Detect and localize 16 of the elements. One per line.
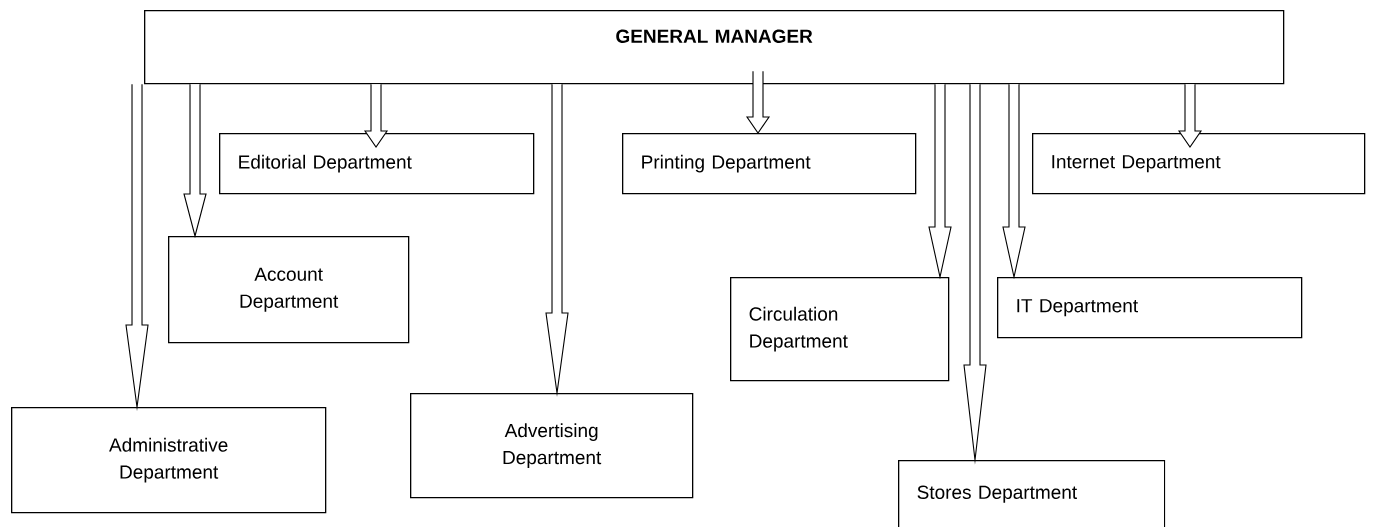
block-arrow: [1177, 83, 1203, 148]
department-box: IT Department: [997, 277, 1303, 339]
department-box: Administrative Department: [11, 407, 327, 514]
department-box: Editorial Department: [219, 133, 535, 195]
department-box: Advertising Department: [410, 393, 694, 499]
department-box: Circulation Department: [730, 277, 950, 382]
department-box: Stores Department: [898, 460, 1166, 527]
block-arrow: [928, 83, 952, 280]
block-arrow: [363, 83, 389, 148]
manager-box: GENERAL MANAGER: [144, 10, 1285, 85]
department-box: Account Department: [168, 236, 410, 344]
department-box: Internet Department: [1032, 133, 1366, 195]
department-box: Printing Department: [622, 133, 917, 195]
block-arrow: [1002, 83, 1026, 280]
block-arrow: [745, 70, 771, 134]
block-arrow: [183, 83, 207, 239]
